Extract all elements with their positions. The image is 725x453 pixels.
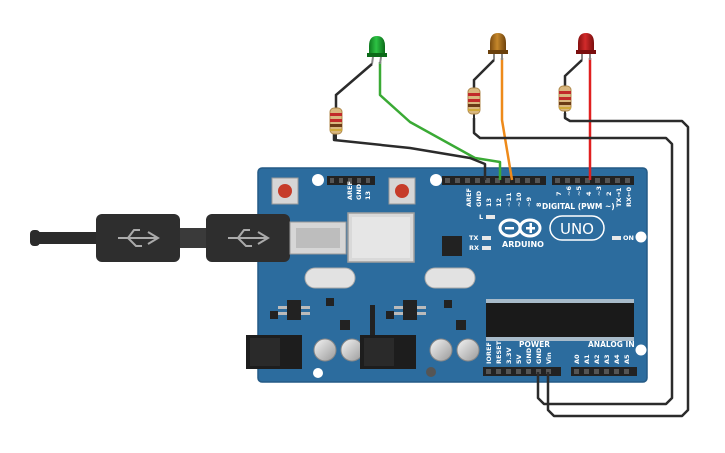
wire-black [546,113,690,418]
voltage-regulator [270,300,310,320]
model-label: UNO [560,220,594,238]
power-pin-label: IOREF [485,342,493,364]
trace-bar [370,305,375,337]
led-on-label: ON [623,234,634,242]
mount-hole [312,174,324,186]
power-pin-label: Vin [545,352,553,364]
smd-transistor [340,320,466,330]
capacitor [340,338,364,362]
power-header-title: POWER [519,340,550,349]
voltage-regulator-2 [386,300,426,320]
pin-label-aref: AREF [465,188,473,207]
pin-label-gnd: GND [475,190,483,207]
led-yellow[interactable] [472,33,508,88]
resistor-green-led [329,100,343,140]
pin-label-13: 13 [485,198,493,207]
analog-header [571,367,637,376]
crystal-2 [424,267,476,289]
small-header-label: 13 [364,191,372,200]
capacitor [313,338,337,362]
wire-orange [500,58,514,181]
status-leds [482,215,621,250]
usb-b-socket [347,212,415,263]
pin-label-8: 8 [535,202,543,207]
atmega-chip [486,299,634,341]
led-l-label: L [479,213,483,221]
arduino-board: AREF GND 13 AREF GND 13 12 ~11 ~10 ~9 8 [246,167,648,383]
pin-label-7: 7 [555,191,563,196]
analog-pin-label: A2 [593,354,601,364]
arduino-logo [498,218,542,238]
capacitor [429,338,453,362]
led-tx-label: TX [469,234,478,242]
mount-hole [635,231,647,243]
usb-icon [118,229,270,247]
digital-header-left [442,176,546,185]
pin-label-11: ~11 [505,192,513,207]
wire-black [472,118,674,406]
reset-button[interactable] [271,177,299,205]
analog-pin-label: A5 [623,354,631,364]
power-pin-label: RESET [495,340,503,364]
analog-pin-label: A0 [573,354,581,364]
mount-hole [635,344,647,356]
pin-label-3: ~3 [595,186,603,196]
reset-button-2[interactable] [388,177,416,205]
pin-label-12: 12 [495,198,503,207]
digital-header-holes [445,178,630,183]
mount-hole [313,368,323,378]
brand-label: ARDUINO [502,240,544,249]
capacitor [456,338,480,362]
crystal [304,267,356,289]
pin-label-6: ~6 [565,186,573,196]
pin-label-5: ~5 [575,186,583,196]
smd-chip [326,298,334,306]
digital-header-title: DIGITAL (PWM ~) [542,202,615,211]
pin-label-4: 4 [585,191,593,196]
pin-label-rx0: RX←0 [625,187,633,207]
pin-label-9: ~9 [525,197,533,207]
pin-label-2: 2 [605,191,613,196]
analog-pin-label: A1 [583,354,591,364]
icsp-header [327,176,375,185]
wire-black [332,133,487,180]
led-rx-label: RX [469,244,479,252]
mount-hole [430,174,442,186]
small-header-label: AREF [346,181,354,200]
power-header [483,367,561,376]
pin-label-tx1: TX→1 [615,187,623,207]
usb-chip [442,236,462,256]
uno-badge: UNO [549,215,605,241]
power-pin-label: 5V [515,354,523,364]
wire-green [378,62,502,180]
small-header-label: GND [355,183,363,200]
power-pin-label: GND [535,347,543,364]
smd-chip [444,300,452,308]
power-pin-label: GND [525,347,533,364]
led-red[interactable] [563,33,596,86]
dc-power-jack [246,335,416,369]
power-pin-label: 3.3V [505,347,513,364]
analog-pin-label: A3 [603,354,611,364]
resistor-red-led [558,80,572,115]
mount-hole-dark [426,367,436,377]
digital-header-right [552,176,634,185]
resistor-yellow-led [467,82,481,120]
analog-pin-label: A4 [613,354,621,364]
pin-label-10: ~10 [515,192,523,207]
analog-header-title: ANALOG IN [588,340,635,349]
